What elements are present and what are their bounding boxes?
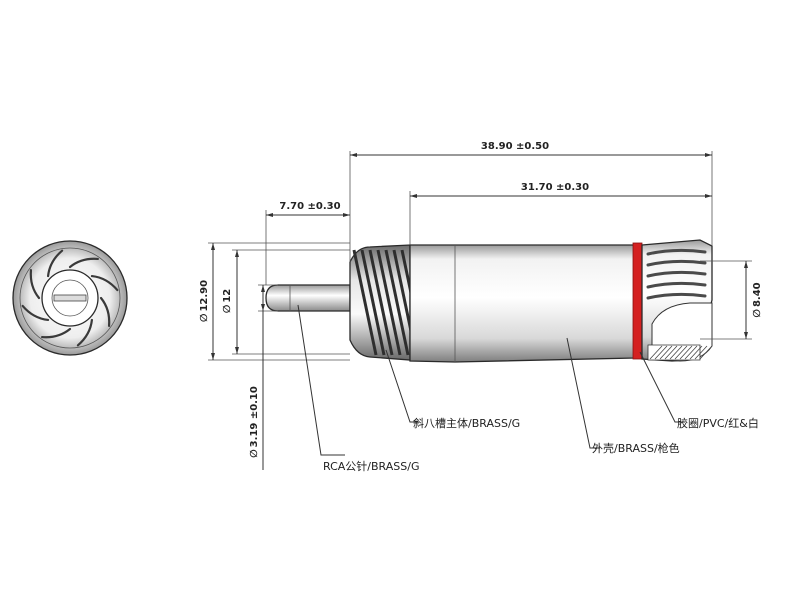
leader-pin [297,304,345,456]
end-view-slot [41,327,72,339]
leader-knurled-body [385,349,420,423]
arrow-od-bottom [211,353,215,360]
hatch-line [689,345,703,360]
end-view-slot [99,296,111,327]
arrow-pin-left [266,213,273,217]
dimension-lines [208,151,752,470]
arrow-overall-left [350,153,357,157]
section-hatch [649,345,713,360]
label-body-length: 31.70 ±0.30 [521,182,589,193]
end-view-knurl-circle [19,247,121,349]
label-outer-diameter: ∅ 12.90 [199,280,210,322]
callout-knurled-body: 斜八槽主体/BRASS/G [413,416,520,430]
leader-shell [566,337,600,449]
boot-rib [646,259,707,267]
grip-diameter-value: 12 [222,289,233,303]
boot-ribs [646,248,707,300]
label-pin-length: 7.70 ±0.30 [279,201,340,212]
arrow-pin-dia-top [261,285,265,292]
arrow-od-top [211,243,215,250]
outer-shell [409,244,636,363]
boot-rib [646,281,707,289]
end-view-slot [46,249,64,278]
callout-pin: RCA公针/BRASS/G [323,459,419,473]
dimension-labels: 38.90 ±0.50 31.70 ±0.30 7.70 ±0.30 ∅ 12.9… [199,141,763,458]
hatch-line [699,345,713,360]
end-view-slot [76,318,94,347]
hatch-line [664,345,678,360]
boot-rib [646,292,707,300]
boot-rib [646,270,707,278]
diameter-symbol: ∅ [752,309,763,318]
end-view [12,240,128,356]
end-view-slot [21,304,50,322]
hatch-line [654,345,668,360]
end-view-pin-slot [53,294,87,302]
label-grip-diameter: ∅ 12 [222,289,233,314]
end-view-slot [90,274,119,292]
callout-leaders [297,304,685,456]
hatch-line [669,345,683,360]
callout-shell: 外壳/BRASS/枪色 [592,441,680,455]
pin-diameter-value: 3.19 ±0.10 [249,386,260,447]
knurl-groove [376,249,402,356]
knurl-groove [352,249,378,356]
diameter-symbol: ∅ [199,314,210,323]
outer-diameter-value: 12.90 [199,280,210,312]
arrow-grip-bottom [235,347,239,354]
end-view-pin-circle [51,279,89,317]
arrow-hole-top [744,261,748,268]
rca-pin [265,284,351,312]
cable-hole-diameter-value: 8.40 [752,282,763,307]
hatch-line [684,345,698,360]
end-view-slot [68,257,99,269]
leader-ring [639,351,685,423]
arrow-pin-right [343,213,350,217]
arrow-hole-bottom [744,332,748,339]
label-cable-hole-diameter: ∅ 8.40 [752,282,763,317]
arrow-body-right [705,194,712,198]
label-overall-length: 38.90 ±0.50 [481,141,549,152]
callout-labels: RCA公针/BRASS/G 斜八槽主体/BRASS/G 外壳/BRASS/枪色 … [323,416,759,473]
callout-ring: 胶圈/PVC/红&白 [677,416,759,430]
knurl-groove [360,249,386,356]
boot-rib [646,248,707,256]
hatch-line [679,345,693,360]
hatch-line [649,345,663,360]
knurl-groove [384,249,410,356]
arrow-grip-top [235,250,239,257]
side-view [265,239,713,363]
pvc-ring [632,242,643,360]
end-view-slot [29,269,41,300]
label-pin-diameter: ∅ 3.19 ±0.10 [249,386,260,458]
arrow-pin-dia-bottom [261,304,265,311]
hatch-line [674,345,688,360]
diameter-symbol: ∅ [249,449,260,458]
knurl-groove [368,249,394,356]
hatch-line [659,345,673,360]
hatch-line [694,345,708,360]
arrow-overall-right [705,153,712,157]
arrow-body-left [410,194,417,198]
end-view-slots [21,249,119,347]
diameter-symbol: ∅ [222,305,233,314]
